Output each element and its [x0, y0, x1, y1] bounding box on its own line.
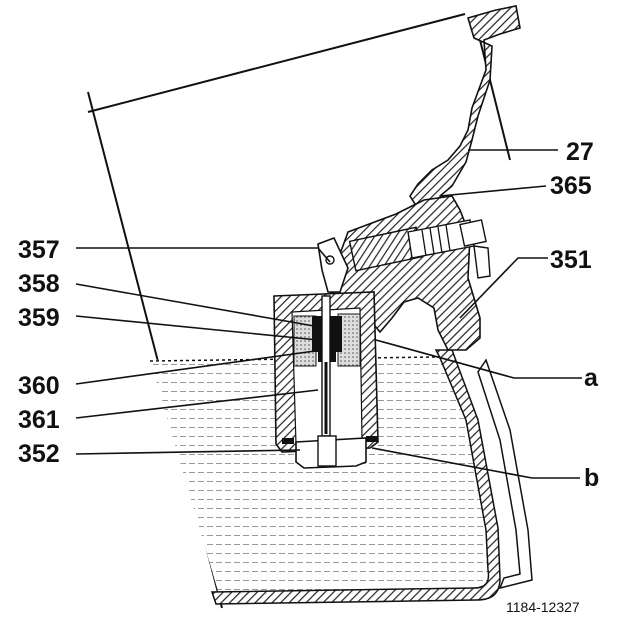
callout-351: 351	[550, 246, 592, 274]
callout-360: 360	[18, 372, 60, 400]
callout-27: 27	[566, 138, 594, 166]
callout-352: 352	[18, 440, 60, 468]
reservoir-wall	[210, 349, 501, 605]
figure-reference-number: 1184-12327	[506, 599, 580, 615]
reservoir-lip	[477, 358, 533, 590]
fluid-level	[149, 356, 498, 598]
lever-pivot	[325, 255, 335, 265]
callout-b: b	[584, 464, 599, 492]
callout-361: 361	[18, 406, 60, 434]
leader-lines	[75, 149, 582, 479]
callout-357: 357	[18, 236, 60, 264]
valve-cylinder	[273, 291, 379, 469]
callout-a: a	[584, 364, 599, 392]
callout-359: 359	[18, 304, 60, 332]
pushrod-assembly	[348, 219, 491, 279]
callout-365: 365	[550, 172, 592, 200]
mounting-bracket	[409, 5, 521, 224]
callout-358: 358	[18, 270, 60, 298]
lever-arm	[317, 236, 349, 293]
